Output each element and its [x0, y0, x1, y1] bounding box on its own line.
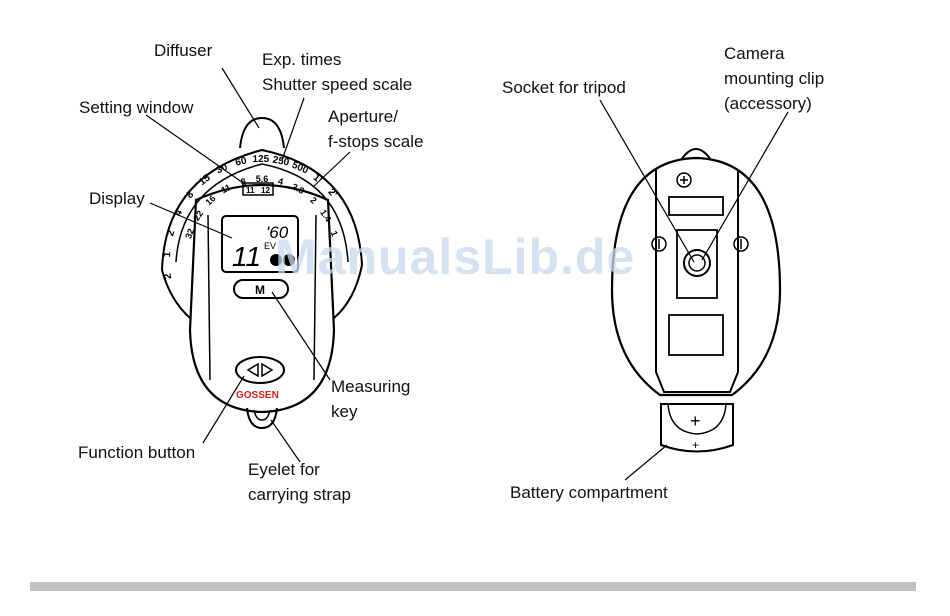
label-clip-1: Camera [724, 44, 785, 63]
leader-measuring [271, 291, 331, 381]
back-top-bump [680, 148, 712, 161]
label-shutter-scale: Shutter speed scale [262, 75, 413, 94]
leader-tripod [599, 99, 695, 263]
label-measuring-1: Measuring [331, 377, 411, 396]
shutter-tick-8: 125 [252, 154, 269, 165]
back-slot-bottom [668, 314, 724, 356]
display-dot-2 [283, 254, 295, 266]
label-eyelet-1: Eyelet for [248, 460, 320, 479]
battery-cell [667, 403, 727, 435]
leader-lines-left [145, 67, 351, 463]
meter-back-view [610, 148, 782, 453]
setting-window [242, 182, 274, 196]
leader-display [149, 202, 233, 239]
label-battery: Battery compartment [510, 483, 668, 502]
function-button-arrows [246, 362, 274, 378]
leader-diffuser [221, 67, 260, 129]
dial-inner [175, 163, 349, 263]
shutter-tick-4: 8 [184, 189, 196, 201]
label-socket-tripod: Socket for tripod [502, 78, 626, 97]
back-slot-top [668, 196, 724, 216]
battery-plus-2: + [692, 438, 699, 452]
back-screw-slots [658, 176, 742, 249]
watermark: ManualsLib.de [275, 229, 636, 285]
leader-eyelet [270, 419, 301, 463]
label-aperture-1: Aperture/ [328, 107, 398, 126]
label-clip-3: (accessory) [724, 94, 812, 113]
label-clip-2: mounting clip [724, 69, 825, 88]
display-main: 11 [232, 241, 261, 272]
shutter-tick-7: 60 [234, 155, 248, 168]
display-unit: EV [264, 241, 276, 251]
label-eyelet-2: carrying strap [248, 485, 351, 504]
tripod-socket [683, 249, 711, 277]
back-screw-top [676, 172, 692, 188]
aperture-tick-1: 22 [191, 209, 205, 223]
leader-clip [701, 111, 789, 261]
brand-label: GOSSEN [236, 390, 279, 401]
measuring-key-label: M [255, 283, 265, 297]
shutter-tick-3: 4 [173, 208, 186, 219]
body-rail-right [313, 214, 317, 381]
meter-front-view [161, 116, 363, 430]
meter-body-shoulder-r [333, 264, 363, 319]
leader-setting-window [145, 114, 247, 186]
back-screw-left [651, 236, 667, 252]
back-body [610, 156, 782, 397]
display-small: '60 [266, 223, 289, 242]
label-display: Display [89, 189, 145, 208]
shutter-tick-12: 2' [326, 187, 339, 200]
aperture-tick-2: 16 [203, 193, 217, 207]
label-aperture-2: f-stops scale [328, 132, 424, 151]
eyelet-inner [253, 409, 271, 421]
shutter-tick-2: 2 [165, 229, 177, 238]
shutter-tick-9: 250 [272, 154, 291, 168]
back-screw-right [733, 236, 749, 252]
display-dot-1 [270, 254, 282, 266]
measuring-key [233, 279, 289, 299]
aperture-tick-4: 8 [240, 176, 247, 187]
aperture-tick-3: 11 [219, 182, 232, 195]
battery-plus-1: + [690, 411, 701, 431]
tripod-socket-inner [688, 254, 706, 272]
aperture-tick-8: 2 [308, 195, 318, 206]
aperture-tick-9: 1.4 [318, 208, 333, 224]
label-function-button: Function button [78, 443, 196, 462]
dial-outer [161, 148, 363, 271]
display-window [221, 215, 299, 273]
leader-lines-right [599, 99, 789, 481]
body-rail-left [207, 214, 211, 381]
label-diffuser: Diffuser [154, 41, 213, 60]
shutter-tick-5: 15 [197, 172, 213, 188]
diffuser-dome [239, 116, 285, 149]
meter-body [188, 183, 336, 414]
label-exp-times: Exp. times [262, 50, 342, 69]
aperture-tick-10: 1 [329, 230, 340, 238]
function-button [235, 356, 285, 384]
shutter-tick-0: 2 [163, 272, 175, 279]
back-socket-plate [676, 229, 718, 299]
aperture-tick-5: 5.6 [256, 174, 269, 184]
eyelet [246, 407, 278, 430]
leader-shutter [281, 97, 305, 161]
aperture-tick-6: 4 [277, 176, 284, 187]
shutter-tick-1: 1 [162, 251, 173, 258]
aperture-tick-7: 2.8 [290, 181, 306, 196]
battery-compartment [660, 403, 734, 453]
back-clip-frame [655, 170, 739, 393]
window-value-2: 12 [261, 186, 270, 195]
label-setting-window: Setting window [79, 98, 194, 117]
leader-battery [624, 444, 668, 481]
leader-aperture [313, 151, 351, 187]
footer-bar [30, 582, 916, 591]
label-measuring-2: key [331, 402, 358, 421]
window-value-1: 11 [246, 186, 255, 195]
aperture-tick-0: 32 [183, 227, 196, 240]
leader-function [202, 375, 245, 444]
meter-body-shoulder [161, 269, 191, 319]
